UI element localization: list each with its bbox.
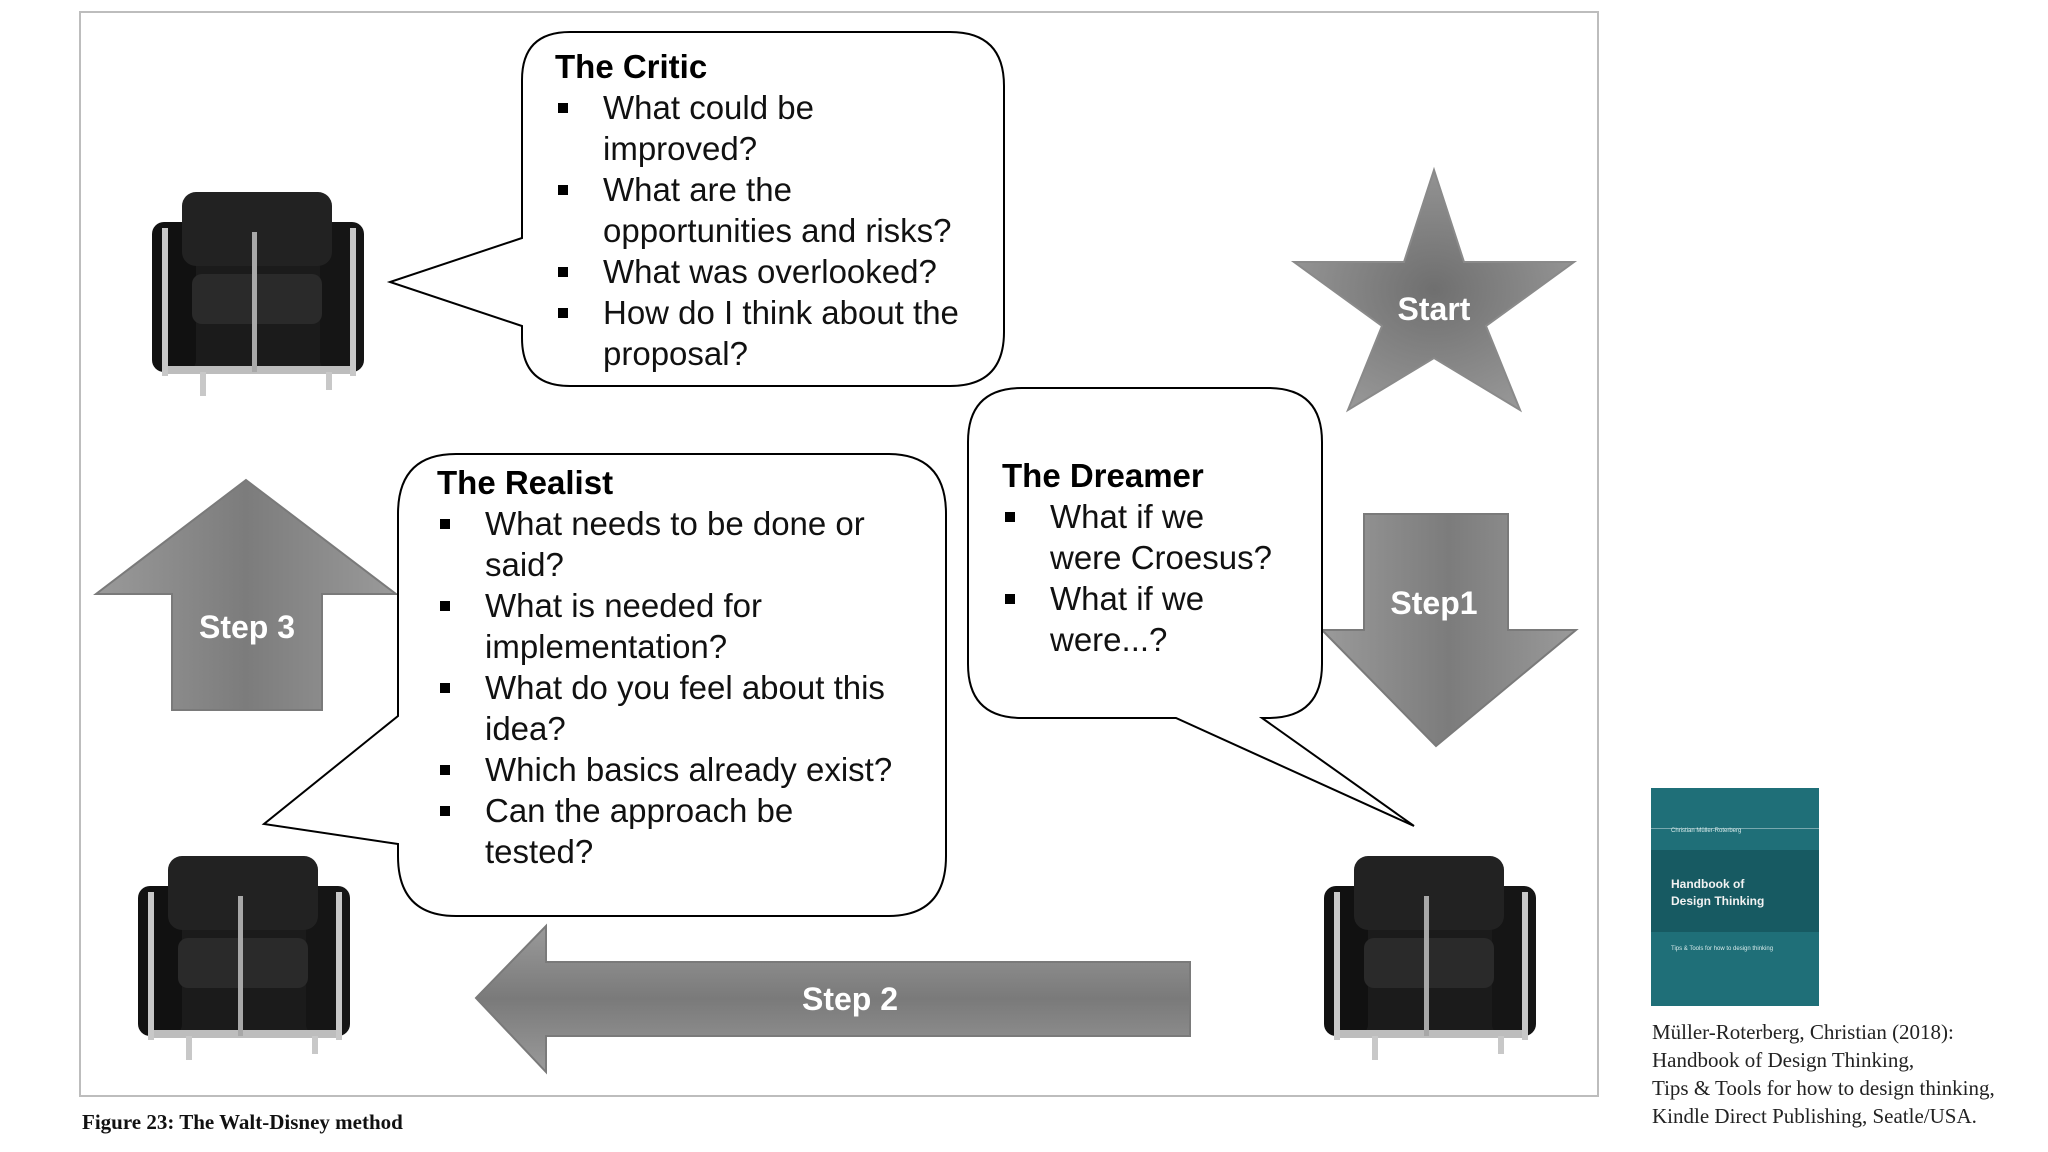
realist-bullet-icon [440,683,450,693]
realist-question-line: tested? [485,833,593,870]
step1-label: Step1 [1390,585,1477,621]
realist-question-line: What needs to be done or [485,505,865,542]
dreamer-speech-bubble [967,387,1415,827]
figure-caption: Figure 23: The Walt-Disney method [82,1110,403,1134]
reference-line: Kindle Direct Publishing, Seatle/USA. [1652,1104,1977,1128]
critic-question-line: How do I think about the [603,294,959,331]
reference-line: Tips & Tools for how to design thinking, [1652,1076,1995,1100]
critic-question-line: proposal? [603,335,748,372]
dreamer-question-line: were...? [1049,621,1167,658]
dreamer-question-line: were Croesus? [1049,539,1272,576]
realist-question-line: idea? [485,710,566,747]
diagram-frame [79,11,1599,1097]
critic-question-line: What could be [603,89,814,126]
realist-question-line: What is needed for [485,587,762,624]
book-cover-title: Handbook of Design Thinking [1671,876,1764,910]
step1-arrow-icon [1319,513,1579,748]
realist-bullet-icon [440,765,450,775]
start-label: Start [1398,291,1471,327]
book-cover-band [1651,850,1819,932]
book-reference: Müller-Roterberg, Christian (2018): Hand… [1652,1018,1995,1130]
critic-bullet-icon [558,267,568,277]
dreamer-question-line: What if we [1050,498,1204,535]
realist-question-line: What do you feel about this [485,669,885,706]
start-star-icon [1290,166,1578,413]
step3-label: Step 3 [199,609,295,645]
critic-chair-image [152,192,364,396]
book-cover-author: Christian Müller-Roterberg [1671,828,1742,834]
realist-bullet-icon [440,806,450,816]
critic-bullet-icon [558,103,568,113]
realist-chair-image [138,856,350,1060]
realist-question-line: said? [485,546,564,583]
dreamer-question-line: What if we [1050,580,1204,617]
critic-bullet-icon [558,185,568,195]
realist-title: The Realist [437,464,613,501]
critic-question-line: opportunities and risks? [603,212,952,249]
reference-line: Handbook of Design Thinking, [1652,1048,1915,1072]
realist-speech-bubble [261,453,947,917]
dreamer-title: The Dreamer [1002,457,1204,494]
book-cover-title-line: Design Thinking [1671,894,1765,908]
critic-title: The Critic [555,48,707,85]
realist-question-line: implementation? [485,628,727,665]
critic-bullet-icon [558,308,568,318]
book-cover-divider [1651,828,1819,829]
realist-question-line: Can the approach be [485,792,793,829]
realist-bullet-icon [440,519,450,529]
book-cover-title-line: Handbook of [1671,877,1745,891]
realist-question-line: Which basics already exist? [485,751,892,788]
critic-question-line: improved? [603,130,757,167]
critic-question-line: What was overlooked? [603,253,937,290]
book-cover-subtitle: Tips & Tools for how to design thinking [1671,946,1774,952]
critic-question-line: What are the [603,171,792,208]
step2-label: Step 2 [802,981,898,1017]
realist-bullet-icon [440,601,450,611]
reference-line: Müller-Roterberg, Christian (2018): [1652,1020,1954,1044]
dreamer-bullet-icon [1005,512,1015,522]
step2-arrow-icon [474,923,1191,1075]
critic-speech-bubble [386,31,1005,387]
dreamer-chair-image [1324,856,1536,1060]
step3-arrow-icon [93,478,399,711]
dreamer-bullet-icon [1005,594,1015,604]
book-cover-image: Christian Müller-Roterberg Handbook of D… [1651,788,1819,1006]
